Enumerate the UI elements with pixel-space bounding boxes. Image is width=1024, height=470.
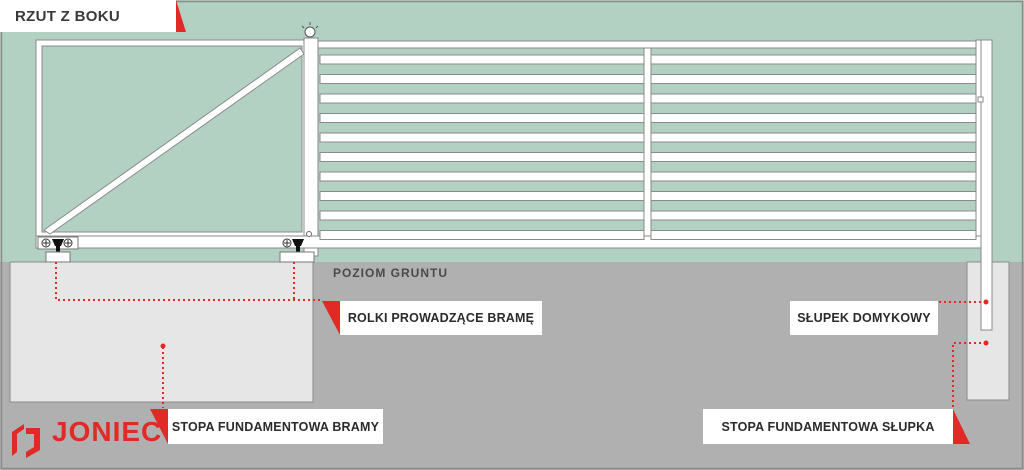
gate-slat bbox=[650, 113, 977, 123]
gate-slat bbox=[650, 152, 977, 162]
label-post-foundation: STOPA FUNDAMENTOWA SŁUPKA bbox=[703, 409, 953, 444]
gate-slat bbox=[650, 171, 977, 182]
warning-lamp bbox=[301, 22, 319, 38]
gate-slat bbox=[319, 93, 645, 104]
post-hinge bbox=[306, 231, 312, 237]
label-guide-rollers: ROLKI PROWADZĄCE BRAMĘ bbox=[340, 301, 542, 335]
leader-dot-gate-foundation bbox=[160, 343, 166, 349]
gate-slat bbox=[650, 191, 977, 201]
gate-slat bbox=[319, 171, 645, 182]
gate-slat bbox=[650, 230, 977, 240]
gate-slat bbox=[650, 93, 977, 104]
gate-slat bbox=[319, 132, 645, 143]
guide-roller-left bbox=[37, 236, 79, 263]
gate-slat bbox=[319, 230, 645, 240]
label-catch-post: SŁUPEK DOMYKOWY bbox=[790, 301, 938, 335]
sky-area bbox=[0, 0, 1024, 262]
gate-slat bbox=[319, 152, 645, 162]
view-title: RZUT Z BOKU bbox=[0, 0, 176, 32]
leader-dot-catch-post bbox=[983, 299, 989, 305]
gate-foundation-block bbox=[9, 261, 314, 403]
gate-slat bbox=[319, 113, 645, 123]
catch-post bbox=[977, 39, 993, 331]
gate-slat bbox=[650, 210, 977, 221]
gate-slat bbox=[319, 191, 645, 201]
guide-roller-right bbox=[279, 238, 315, 263]
gate-slat bbox=[650, 74, 977, 84]
brand-logo-text: JONIEC bbox=[52, 416, 163, 447]
gate-slats bbox=[319, 54, 977, 240]
gate-slat bbox=[650, 132, 977, 143]
label-gate-foundation: STOPA FUNDAMENTOWA BRAMY bbox=[168, 409, 383, 444]
gate-slat bbox=[650, 54, 977, 65]
gate-slat bbox=[319, 74, 645, 84]
leader-lines bbox=[55, 262, 986, 408]
gate-slat bbox=[319, 54, 645, 65]
gate-slat bbox=[319, 210, 645, 221]
brand-logo-icon bbox=[12, 424, 40, 458]
leader-dot-post-foundation bbox=[983, 340, 989, 346]
ground-level-label: POZIOM GRUNTU bbox=[333, 266, 448, 280]
